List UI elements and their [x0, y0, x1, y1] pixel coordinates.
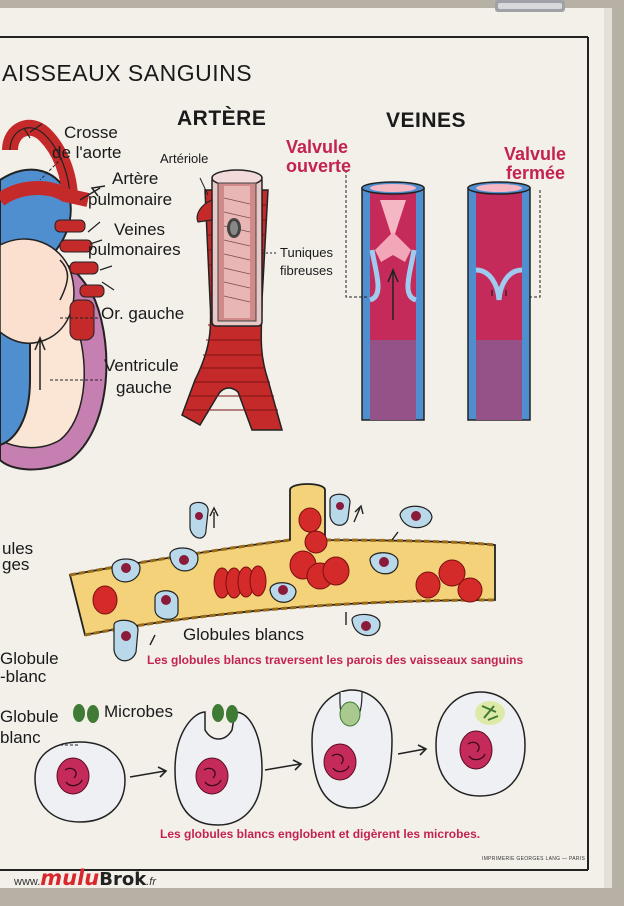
label-crosse-line2: de l'aorte — [52, 144, 121, 162]
caption-vessel: Les globules blancs traversent les paroi… — [147, 654, 523, 667]
label-globule-blanc-1-line2: -blanc — [0, 668, 46, 686]
label-arteriole: Artériole — [160, 152, 208, 166]
poster-edge — [604, 8, 612, 888]
label-ventricule-line1: Ventricule — [104, 357, 179, 375]
heading-veines: VEINES — [386, 110, 466, 132]
label-globules-blancs: Globules blancs — [183, 626, 304, 644]
label-valvule-fermee-line2: fermée — [506, 164, 565, 183]
label-artere-pulm-line2: pulmonaire — [88, 191, 172, 209]
binder-clip-icon — [495, 0, 565, 12]
watermark-brand2: Brok — [99, 869, 146, 890]
watermark: www.muluBrok.fr — [14, 866, 156, 890]
label-microbes: Microbes — [104, 703, 173, 721]
poster-title: AISSEAUX SANGUINS — [2, 61, 252, 85]
label-valvule-fermee-line1: Valvule — [504, 145, 566, 164]
caption-phagocytosis: Les globules blancs englobent et digèren… — [160, 828, 480, 841]
printer-credit: IMPRIMERIE GEORGES LANG — PARIS — [482, 857, 585, 862]
label-valvule-ouverte-line1: Valvule — [286, 138, 348, 157]
watermark-brand1: mulu — [40, 866, 99, 890]
heading-artere: ARTÈRE — [177, 108, 266, 130]
label-ventricule-line2: gauche — [116, 379, 172, 397]
label-crosse-line1: Crosse — [64, 124, 118, 142]
label-veines-pulm-line1: Veines — [114, 221, 165, 239]
label-or-gauche: Or. gauche — [101, 305, 184, 323]
watermark-suffix: .fr — [146, 876, 156, 888]
label-globule-blanc-2-line1: Globule — [0, 708, 59, 726]
label-partial-globules-line2: ges — [2, 556, 29, 574]
label-artere-pulm-line1: Artère — [112, 170, 158, 188]
label-globule-blanc-1-line1: Globule — [0, 650, 59, 668]
label-tuniques-line1: Tuniques — [280, 246, 333, 260]
label-veines-pulm-line2: pulmonaires — [88, 241, 181, 259]
label-tuniques-line2: fibreuses — [280, 264, 333, 278]
label-valvule-ouverte-line2: ouverte — [286, 157, 351, 176]
watermark-prefix: www. — [14, 876, 40, 888]
vein-closed-diagram — [468, 182, 540, 420]
label-globule-blanc-2-line2: blanc — [0, 729, 41, 747]
